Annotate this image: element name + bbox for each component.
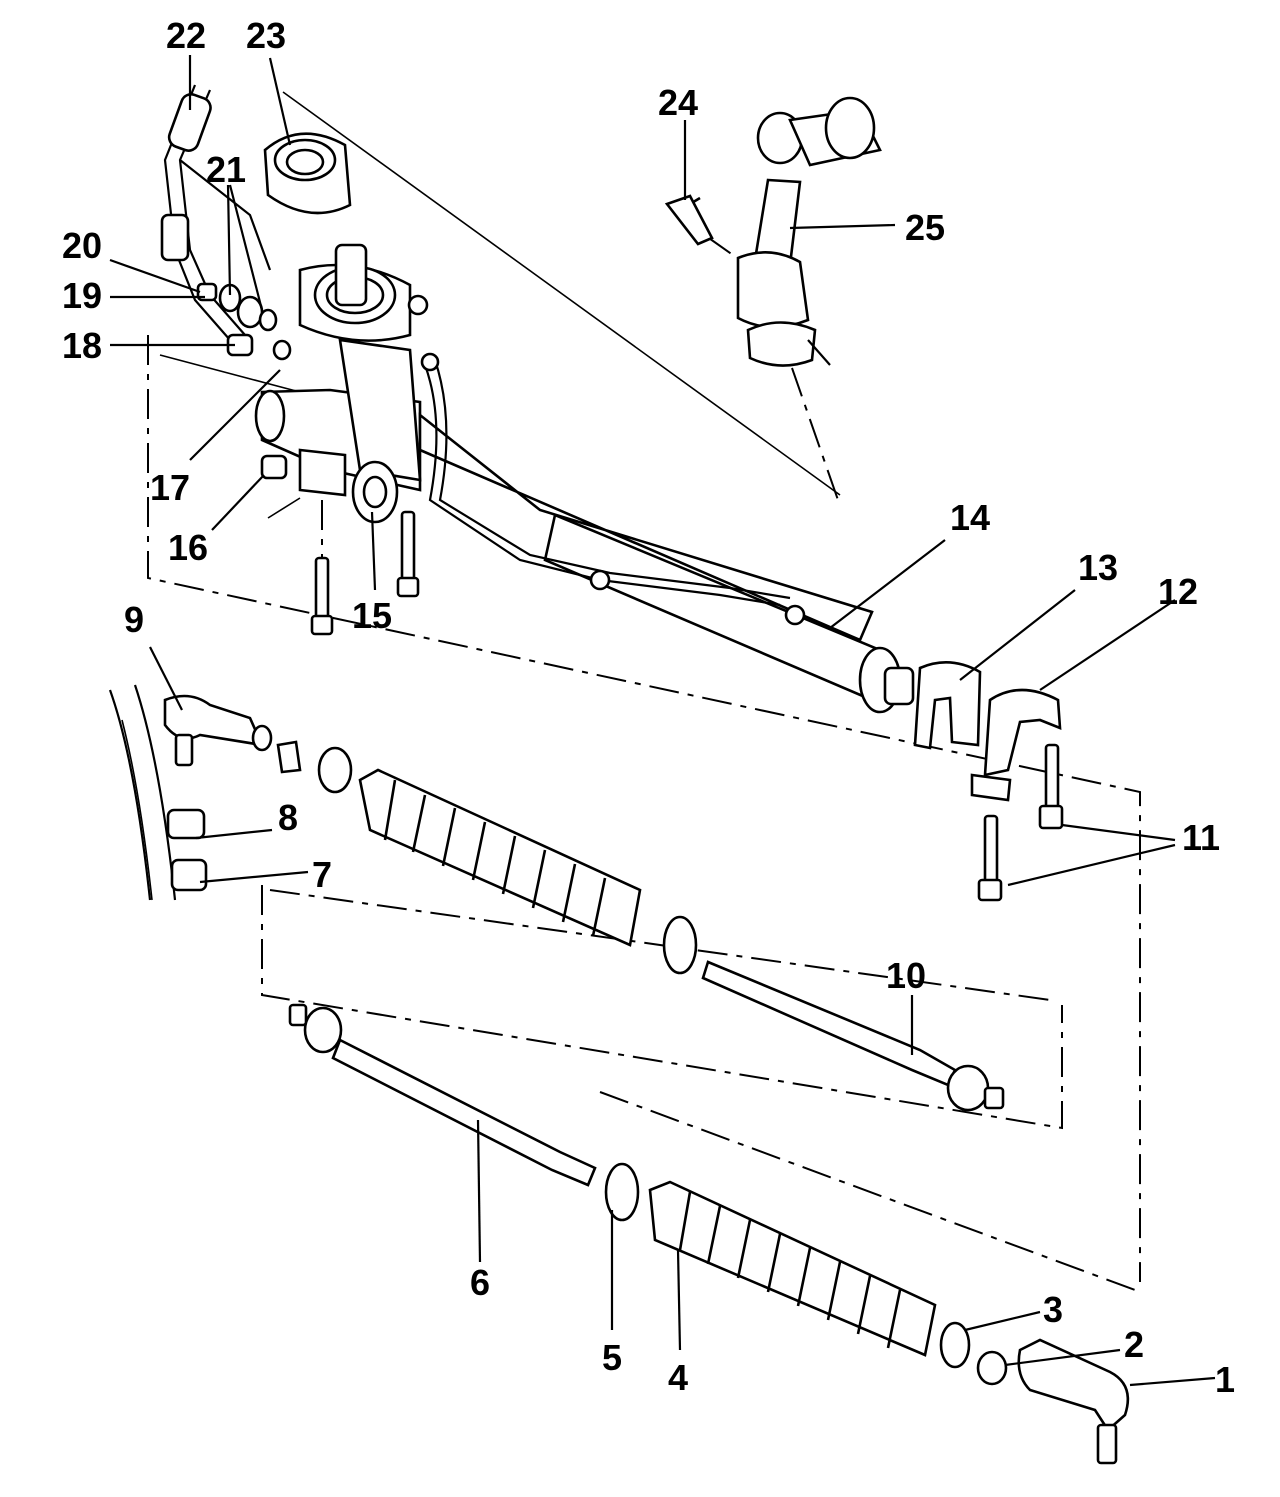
callout-24: 24 xyxy=(658,82,698,123)
callout-1: 1 xyxy=(1215,1359,1235,1400)
callout-14: 14 xyxy=(950,497,990,538)
callout-9: 9 xyxy=(124,599,144,640)
callout-11: 11 xyxy=(1182,817,1220,858)
callout-22: 22 xyxy=(166,15,206,56)
callout-15: 15 xyxy=(352,595,392,636)
callout-5: 5 xyxy=(602,1337,622,1378)
callout-25: 25 xyxy=(905,207,945,248)
callout-7: 7 xyxy=(312,854,332,895)
steering-knuckle xyxy=(108,684,208,901)
callout-6: 6 xyxy=(470,1262,490,1303)
steering-rack-housing xyxy=(254,243,915,714)
bellows-boot-upper xyxy=(358,768,698,975)
steering-boot-23 xyxy=(263,132,352,215)
callout-23: 23 xyxy=(246,15,286,56)
alignment-lines xyxy=(147,235,1141,1291)
callout-16: 16 xyxy=(168,527,208,568)
callout-18: 18 xyxy=(62,325,102,366)
mounting-bolts xyxy=(310,510,1064,902)
lower-hardware xyxy=(939,1321,1130,1465)
inner-tie-rod-10 xyxy=(701,960,1005,1112)
hydraulic-fittings xyxy=(160,84,292,480)
bellows-boot-lower xyxy=(604,1162,937,1357)
mount-bushing-13 xyxy=(913,661,982,750)
callout-17: 17 xyxy=(150,467,190,508)
leader-lines xyxy=(109,55,1216,1387)
callout-12: 12 xyxy=(1158,571,1198,612)
callout-21: 21 xyxy=(206,149,246,190)
callout-2: 2 xyxy=(1124,1324,1144,1365)
tie-rod-end-9 xyxy=(163,694,353,794)
callout-labels: 1 2 3 4 5 6 7 8 9 10 11 12 13 14 15 16 1… xyxy=(62,15,1235,1400)
callout-19: 19 xyxy=(62,275,102,316)
intermediate-shaft-25 xyxy=(664,96,882,367)
callout-8: 8 xyxy=(278,797,298,838)
callout-20: 20 xyxy=(62,225,102,266)
callout-4: 4 xyxy=(668,1357,688,1398)
mount-clamp-12 xyxy=(970,688,1062,802)
callout-3: 3 xyxy=(1043,1289,1063,1330)
inner-tie-rod-6 xyxy=(288,1003,597,1187)
callout-13: 13 xyxy=(1078,547,1118,588)
callout-10: 10 xyxy=(886,955,926,996)
